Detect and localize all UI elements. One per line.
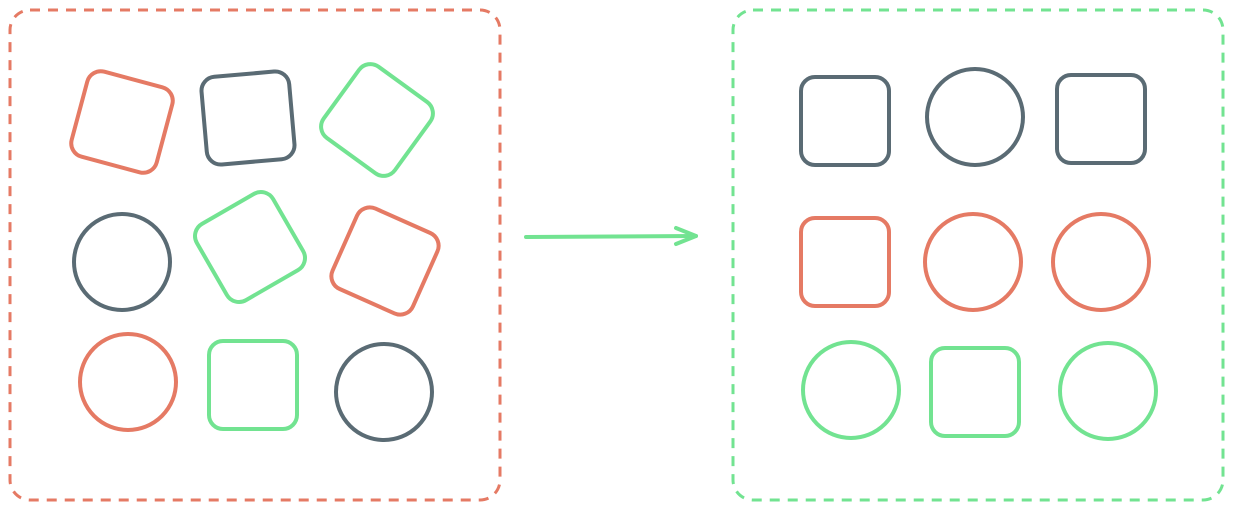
arrow-line [524,234,698,239]
after-green-square-icon [929,346,1021,438]
after-red-circle-icon [923,212,1023,312]
before-red-square-icon [329,205,441,317]
before-red-circle-icon [78,332,178,432]
before-red-square-icon [69,69,175,175]
before-green-square-icon [193,190,307,304]
after-red-square-icon [799,216,891,308]
after-slate-circle-icon [925,67,1025,167]
before-shapes [69,62,441,442]
after-shapes [799,67,1158,441]
before-green-square-icon [207,339,299,431]
before-container [8,8,502,502]
before-slate-circle-icon [72,212,172,312]
before-slate-square-icon [199,69,297,167]
after-green-circle-icon [1058,341,1158,441]
before-slate-circle-icon [334,342,434,442]
after-container [731,8,1225,502]
arrow [524,226,698,246]
after-slate-square-icon [1055,73,1147,165]
arrow-head-icon [674,226,698,246]
before-green-square-icon [319,62,435,178]
after-slate-square-icon [799,75,891,167]
after-green-circle-icon [801,340,901,440]
after-red-circle-icon [1051,212,1151,312]
